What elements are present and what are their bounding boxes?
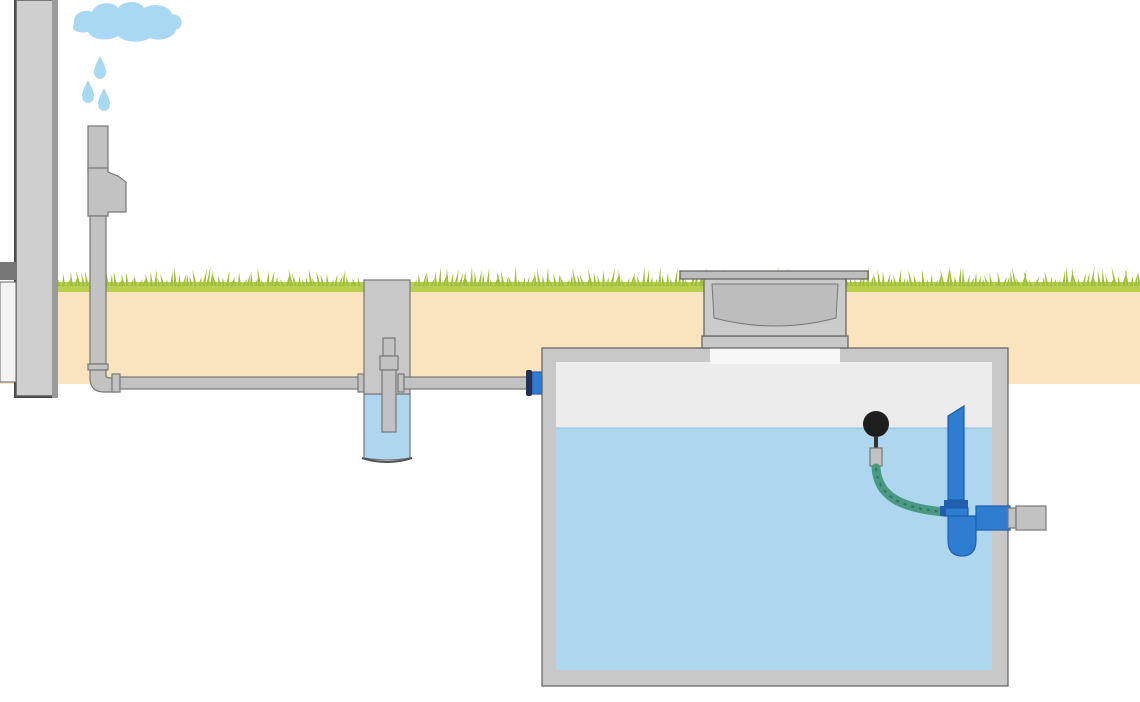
overflow-outlet-pipe: [1007, 505, 1047, 531]
rain-drop: [94, 56, 106, 79]
tank-water: [556, 428, 992, 670]
grass-strip: [40, 266, 1140, 292]
floating-suction-filter: [863, 411, 889, 467]
rain-cloud: [72, 2, 182, 42]
suction-hose: [871, 463, 949, 517]
rain-drop: [82, 80, 94, 103]
storage-tank: [541, 346, 1009, 687]
manhole-cover: [679, 270, 869, 349]
filter-insert: [379, 337, 399, 433]
downpipe: [87, 125, 127, 393]
underground-inlet-pipe: [111, 373, 365, 393]
rain-drops: [82, 56, 110, 111]
overflow-siphon: [940, 404, 1011, 557]
rain-drop: [98, 88, 110, 111]
inline-rain-diverter: [87, 167, 127, 217]
filter-chamber: [361, 279, 413, 463]
building-wall: [0, 0, 58, 398]
